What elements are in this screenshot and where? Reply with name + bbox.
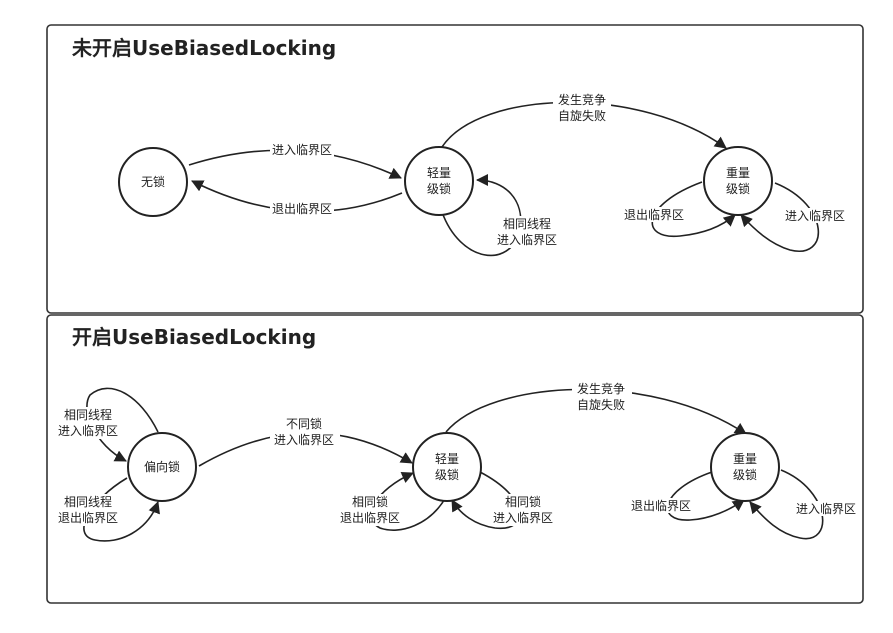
state-bottom-light-label-2: 级锁 bbox=[435, 467, 459, 482]
state-top-light-label-1: 轻量 bbox=[427, 166, 451, 180]
panel-bottom-title: 开启UseBiasedLocking bbox=[72, 325, 316, 349]
panel-top-frame bbox=[46, 24, 864, 314]
edge-bottom-light-enter bbox=[451, 471, 521, 530]
panel-top-title: 未开启UseBiasedLocking bbox=[72, 36, 336, 60]
state-top-none-label: 无锁 bbox=[141, 174, 165, 189]
state-top-light bbox=[404, 146, 474, 216]
label-bg-top-3 bbox=[492, 216, 564, 248]
label-bottom-light-to-heavy-2: 自旋失败 bbox=[577, 397, 625, 412]
label-bottom-biased-enter-2: 进入临界区 bbox=[58, 424, 118, 438]
state-top-heavy bbox=[703, 146, 773, 216]
label-top-none-to-light: 进入临界区 bbox=[272, 143, 332, 157]
label-bottom-biased-enter-1: 相同线程 bbox=[64, 407, 112, 422]
label-bottom-light-exit-1: 相同锁 bbox=[352, 494, 388, 509]
label-bg-bottom-8 bbox=[793, 501, 861, 516]
edge-top-heavy-enter bbox=[740, 182, 820, 252]
label-bottom-light-enter-2: 进入临界区 bbox=[493, 511, 553, 525]
state-bottom-heavy bbox=[710, 432, 780, 502]
state-top-none bbox=[118, 147, 188, 217]
label-bg-bottom-5 bbox=[489, 494, 559, 526]
state-bottom-biased bbox=[127, 432, 197, 502]
label-bottom-heavy-enter: 进入临界区 bbox=[796, 502, 856, 516]
state-bottom-biased-label: 偏向锁 bbox=[144, 459, 180, 474]
state-bottom-light-label-1: 轻量 bbox=[435, 452, 459, 466]
label-top-light-to-heavy-1: 发生竞争 bbox=[558, 92, 606, 107]
panel-top: 未开启UseBiasedLocking 无锁 轻量 级锁 重量 级锁 进入临界区… bbox=[46, 24, 864, 314]
state-bottom-light bbox=[412, 432, 482, 502]
label-top-light-self-1: 相同线程 bbox=[503, 216, 551, 231]
edge-top-heavy-exit bbox=[651, 181, 736, 238]
label-bottom-biased-exit-1: 相同线程 bbox=[64, 494, 112, 509]
label-bg-top-2 bbox=[270, 201, 334, 216]
label-bg-top-5 bbox=[620, 207, 688, 222]
panel-bottom-frame bbox=[46, 314, 864, 604]
label-top-light-to-none: 退出临界区 bbox=[272, 202, 332, 216]
label-bottom-biased-to-light-2: 进入临界区 bbox=[274, 433, 334, 447]
state-top-light-label-2: 级锁 bbox=[427, 181, 451, 196]
label-top-heavy-enter: 进入临界区 bbox=[785, 209, 845, 223]
label-bg-top-6 bbox=[780, 208, 848, 223]
label-bottom-heavy-exit: 退出临界区 bbox=[631, 499, 691, 513]
label-bg-top-4 bbox=[553, 92, 611, 124]
state-bottom-heavy-label-2: 级锁 bbox=[733, 467, 757, 482]
label-bg-bottom-1 bbox=[54, 407, 124, 439]
label-bottom-light-to-heavy-1: 发生竞争 bbox=[577, 381, 625, 396]
label-bg-top-1 bbox=[270, 142, 334, 157]
label-bottom-light-exit-2: 退出临界区 bbox=[340, 511, 400, 525]
label-bg-bottom-3 bbox=[270, 416, 340, 448]
state-top-heavy-label-1: 重量 bbox=[726, 166, 750, 180]
edge-bottom-biased-enter bbox=[86, 387, 159, 462]
label-bg-bottom-2 bbox=[54, 494, 124, 526]
edge-bottom-heavy-exit bbox=[666, 471, 745, 521]
label-top-light-to-heavy-2: 自旋失败 bbox=[558, 108, 606, 123]
label-bottom-light-enter-1: 相同锁 bbox=[505, 494, 541, 509]
state-bottom-heavy-label-1: 重量 bbox=[733, 452, 757, 466]
label-bottom-biased-to-light-1: 不同锁 bbox=[286, 416, 322, 431]
label-bg-bottom-7 bbox=[627, 498, 695, 513]
state-top-heavy-label-2: 级锁 bbox=[726, 181, 750, 196]
label-top-heavy-exit: 退出临界区 bbox=[624, 208, 684, 222]
label-bg-bottom-6 bbox=[572, 381, 632, 413]
edge-bottom-light-exit bbox=[370, 472, 447, 531]
edge-bottom-heavy-enter bbox=[749, 469, 824, 540]
label-bottom-biased-exit-2: 退出临界区 bbox=[58, 511, 118, 525]
label-top-light-self-2: 进入临界区 bbox=[497, 233, 557, 247]
label-bg-bottom-4 bbox=[336, 494, 406, 526]
panel-bottom: 开启UseBiasedLocking 偏向锁 轻量 级锁 重量 级锁 相同线程 … bbox=[46, 314, 864, 604]
